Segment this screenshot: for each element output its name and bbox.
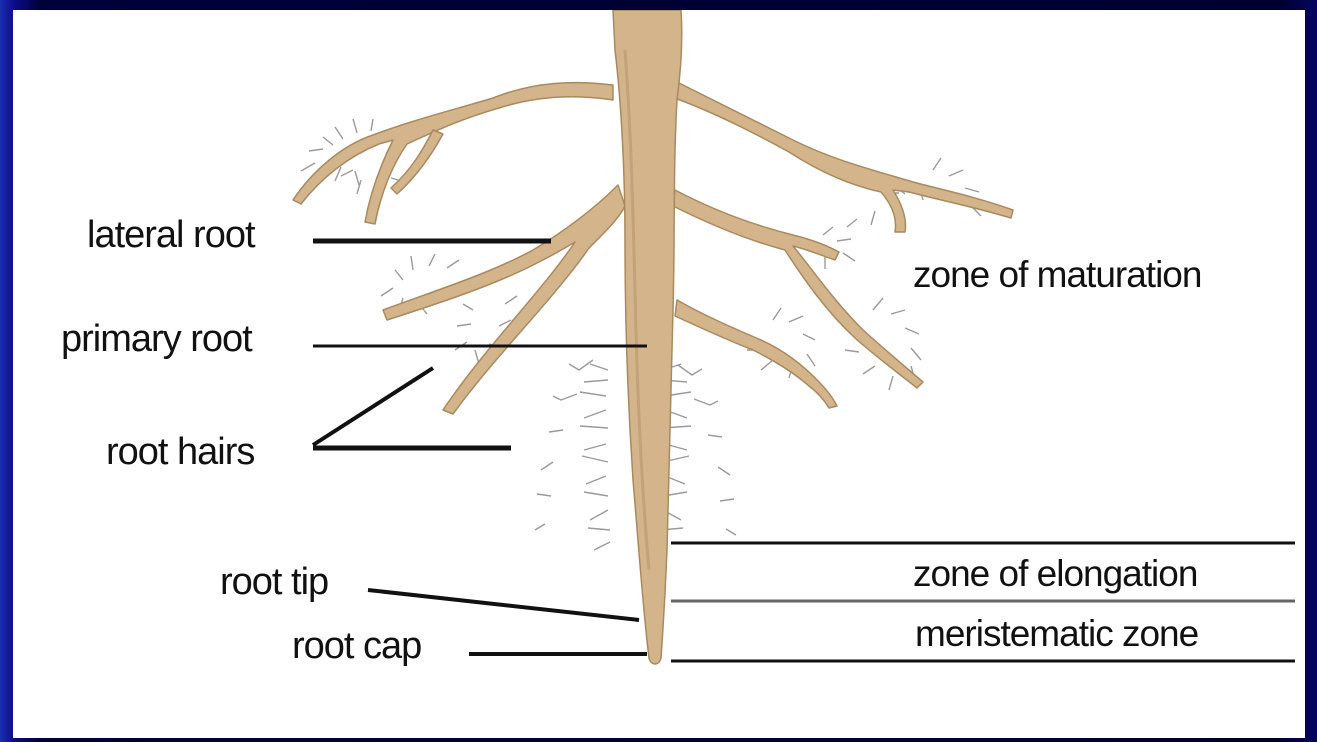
label-root-tip: root tip <box>220 563 328 601</box>
leader-lines <box>313 241 1295 661</box>
label-zone-of-maturation: zone of maturation <box>913 256 1201 293</box>
primary-root-illustration <box>613 10 682 664</box>
label-root-cap: root cap <box>292 627 421 665</box>
diagram-panel: lateral root primary root root hairs roo… <box>13 10 1305 738</box>
label-primary-root: primary root <box>61 320 252 358</box>
leader-root-hairs-a <box>313 368 433 445</box>
leader-root-tip <box>368 590 639 620</box>
label-lateral-root: lateral root <box>87 216 255 254</box>
label-root-hairs: root hairs <box>106 433 254 471</box>
label-meristematic-zone: meristematic zone <box>915 615 1198 652</box>
label-zone-of-elongation: zone of elongation <box>913 555 1197 592</box>
